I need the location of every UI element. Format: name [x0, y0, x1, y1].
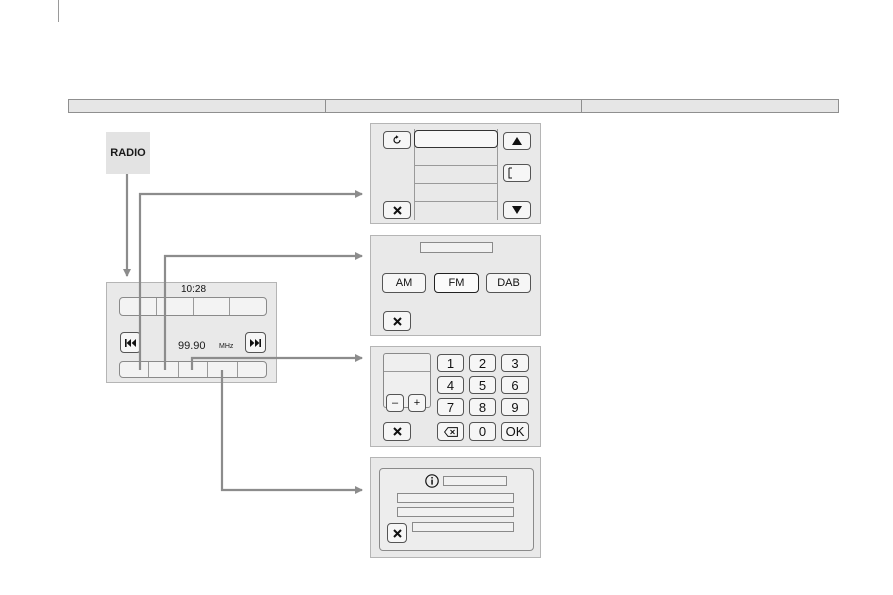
function-slot-list[interactable] [120, 362, 150, 377]
band-button-am[interactable]: AM [382, 273, 426, 293]
close-button[interactable] [387, 523, 407, 543]
station-list [414, 129, 498, 220]
info-icon [425, 474, 439, 488]
preset-bar [119, 297, 267, 316]
backspace-icon [443, 426, 458, 437]
arrow-to-keypad [190, 354, 363, 370]
keypad-key-5[interactable]: 5 [469, 376, 496, 394]
keypad-key-9[interactable]: 9 [501, 398, 529, 416]
band-title-field [420, 242, 493, 253]
frequency-readout: 99.90 [178, 340, 206, 352]
seek-forward-icon [250, 338, 261, 347]
close-button[interactable] [383, 311, 411, 331]
minus-button[interactable]: – [386, 394, 404, 412]
radio-key-label: RADIO [110, 147, 146, 159]
close-icon [392, 528, 402, 538]
seek-back-icon [125, 338, 136, 347]
header-cell-1 [69, 100, 326, 112]
arrow-to-band-select [163, 252, 363, 370]
function-slot-info[interactable] [208, 362, 238, 377]
info-title-field [443, 476, 507, 486]
keypad-screen: – + 1 2 3 4 5 6 7 8 9 0 OK [370, 346, 541, 447]
header-bar [68, 99, 839, 113]
station-list-item[interactable] [415, 201, 497, 220]
backspace-button[interactable] [437, 422, 464, 441]
info-screen [370, 457, 541, 558]
station-list-item[interactable] [415, 165, 497, 183]
keypad-key-0[interactable]: 0 [469, 422, 496, 441]
refresh-icon [393, 135, 401, 144]
keypad-key-3[interactable]: 3 [501, 354, 529, 372]
arrow-down-icon [512, 206, 522, 214]
info-line [412, 522, 514, 532]
close-icon [392, 205, 402, 215]
info-line [397, 507, 514, 517]
keypad-ok-button[interactable]: OK [501, 422, 529, 441]
function-slot-band[interactable] [149, 362, 179, 377]
station-list-item-selected[interactable] [414, 130, 498, 148]
sort-button[interactable] [503, 164, 531, 182]
info-line [397, 493, 514, 503]
keypad-key-1[interactable]: 1 [437, 354, 464, 372]
scroll-down-button[interactable] [503, 201, 531, 219]
arrow-to-info [220, 370, 363, 494]
preset-slot[interactable] [194, 298, 231, 315]
radio-key[interactable]: RADIO [106, 132, 150, 174]
close-button[interactable] [383, 201, 411, 219]
band-button-dab[interactable]: DAB [486, 273, 531, 293]
station-list-item[interactable] [415, 183, 497, 201]
seek-forward-button[interactable] [245, 332, 266, 353]
scroll-up-button[interactable] [503, 132, 531, 150]
band-button-fm[interactable]: FM [434, 273, 479, 293]
function-slot-keypad[interactable] [179, 362, 209, 377]
keypad-key-7[interactable]: 7 [437, 398, 464, 416]
station-list-screen [370, 123, 541, 224]
refresh-button[interactable] [383, 131, 411, 149]
arrow-to-station-list [138, 190, 363, 370]
arrow-up-icon [512, 137, 522, 145]
close-button[interactable] [383, 422, 411, 441]
header-cell-2 [326, 100, 583, 112]
preset-slot[interactable] [120, 298, 157, 315]
band-select-screen: AM FM DAB [370, 235, 541, 336]
clock: 10:28 [181, 284, 207, 295]
keypad-key-2[interactable]: 2 [469, 354, 496, 372]
page-margin-rule [58, 0, 59, 22]
keypad-key-4[interactable]: 4 [437, 376, 464, 394]
frequency-unit: MHz [219, 343, 234, 350]
preset-slot[interactable] [157, 298, 194, 315]
keypad-key-8[interactable]: 8 [469, 398, 496, 416]
sort-icon [508, 167, 512, 179]
close-icon [392, 316, 402, 326]
close-icon [392, 427, 402, 436]
plus-button[interactable]: + [408, 394, 426, 412]
keypad-key-6[interactable]: 6 [501, 376, 529, 394]
